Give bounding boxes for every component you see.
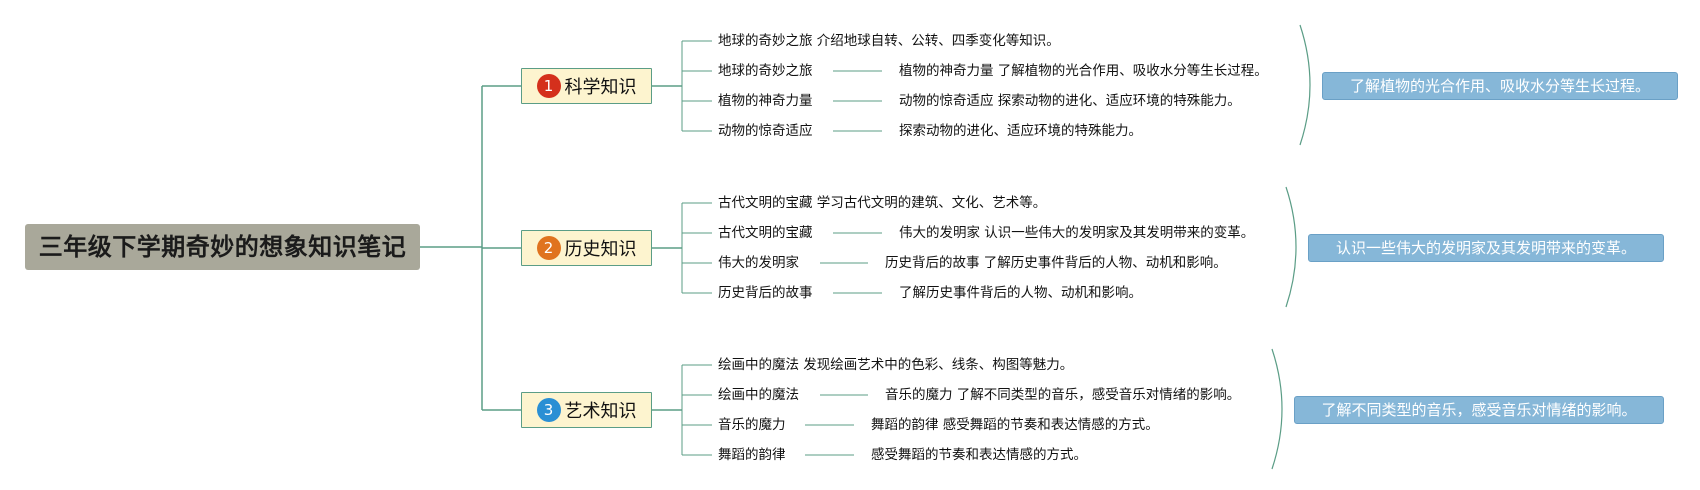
leaf-subitem[interactable]: 动物的惊奇适应 探索动物的进化、适应环境的特殊能力。 [899, 93, 1241, 109]
leaf-subitem[interactable]: 舞蹈的韵律 感受舞蹈的节奏和表达情感的方式。 [871, 417, 1159, 433]
summary-box-science[interactable]: 了解植物的光合作用、吸收水分等生长过程。 [1322, 72, 1678, 100]
leaf-item[interactable]: 音乐的魔力 [718, 417, 786, 433]
number-badge-1: 1 [536, 74, 561, 98]
leaf-item[interactable]: 古代文明的宝藏 学习古代文明的建筑、文化、艺术等。 [718, 195, 1047, 211]
leaf-item[interactable]: 地球的奇妙之旅 [718, 63, 813, 79]
leaf-subitem[interactable]: 音乐的魔力 了解不同类型的音乐，感受音乐对情绪的影响。 [885, 387, 1241, 403]
branch-label: 历史知识 [564, 239, 637, 260]
summary-brace-1 [1299, 24, 1311, 146]
number-badge-3: 3 [536, 398, 561, 422]
leaf-subitem[interactable]: 伟大的发明家 认识一些伟大的发明家及其发明带来的变革。 [899, 225, 1255, 241]
leaf-item[interactable]: 植物的神奇力量 [718, 93, 813, 109]
number-badge-2: 2 [536, 236, 561, 260]
branch-label: 科学知识 [564, 77, 637, 98]
leaf-subitem[interactable]: 历史背后的故事 了解历史事件背后的人物、动机和影响。 [885, 255, 1227, 271]
leaf-subitem[interactable]: 了解历史事件背后的人物、动机和影响。 [899, 285, 1142, 301]
summary-box-art[interactable]: 了解不同类型的音乐，感受音乐对情绪的影响。 [1294, 396, 1664, 424]
branch-science[interactable]: 1 科学知识 [521, 68, 652, 104]
leaf-item[interactable]: 动物的惊奇适应 [718, 123, 813, 139]
leaf-subitem[interactable]: 探索动物的进化、适应环境的特殊能力。 [899, 123, 1142, 139]
leaf-subitem[interactable]: 感受舞蹈的节奏和表达情感的方式。 [871, 447, 1087, 463]
branch-art[interactable]: 3 艺术知识 [521, 392, 652, 428]
summary-brace-2 [1285, 186, 1297, 308]
leaf-item[interactable]: 历史背后的故事 [718, 285, 813, 301]
summary-box-history[interactable]: 认识一些伟大的发明家及其发明带来的变革。 [1308, 234, 1664, 262]
leaf-item[interactable]: 绘画中的魔法 [718, 387, 799, 403]
branch-label: 艺术知识 [564, 401, 637, 422]
leaf-item[interactable]: 伟大的发明家 [718, 255, 799, 271]
leaf-item[interactable]: 古代文明的宝藏 [718, 225, 813, 241]
leaf-subitem[interactable]: 植物的神奇力量 了解植物的光合作用、吸收水分等生长过程。 [899, 63, 1268, 79]
branch-history[interactable]: 2 历史知识 [521, 230, 652, 266]
leaf-item[interactable]: 舞蹈的韵律 [718, 447, 786, 463]
root-topic[interactable]: 三年级下学期奇妙的想象知识笔记 [25, 224, 420, 270]
summary-brace-3 [1271, 348, 1283, 470]
leaf-item[interactable]: 绘画中的魔法 发现绘画艺术中的色彩、线条、构图等魅力。 [718, 357, 1074, 373]
leaf-item[interactable]: 地球的奇妙之旅 介绍地球自转、公转、四季变化等知识。 [718, 33, 1060, 49]
